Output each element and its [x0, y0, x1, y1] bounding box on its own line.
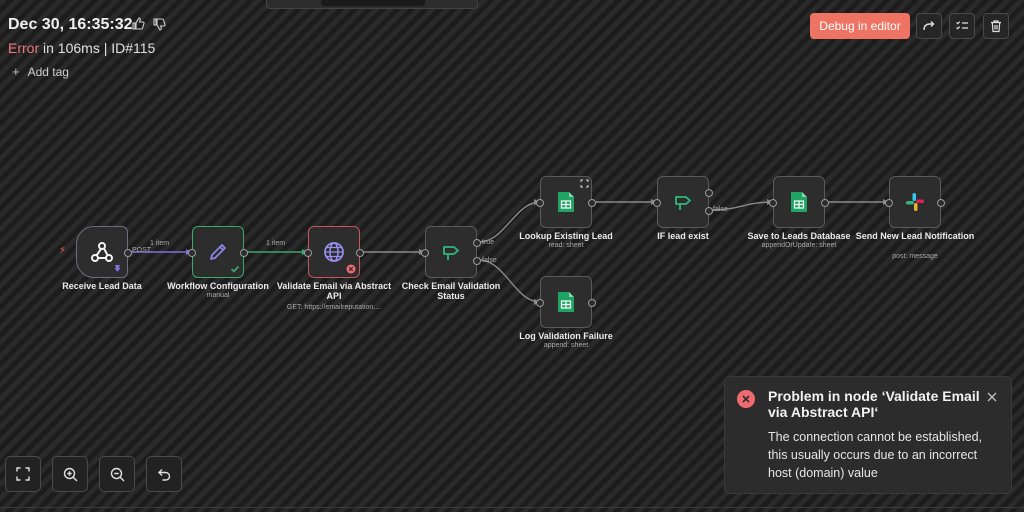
- output-port-false[interactable]: [705, 207, 713, 215]
- output-port[interactable]: [124, 249, 132, 257]
- branch-label-false: false: [713, 206, 728, 213]
- execution-title: Dec 30, 16:35:32: [8, 16, 133, 33]
- status-detail-text: in 106ms | ID#115: [39, 40, 156, 56]
- status-error-text: Error: [8, 40, 40, 56]
- slack-icon: [906, 193, 924, 211]
- webhook-icon: [91, 242, 113, 262]
- connection-iflead-save: [710, 201, 774, 211]
- node-subtitle: append: sheet: [543, 342, 589, 349]
- output-port[interactable]: [588, 299, 596, 307]
- zoom-in-button[interactable]: [52, 456, 88, 492]
- output-port-false[interactable]: [473, 257, 481, 265]
- top-panel-tab[interactable]: [266, 0, 478, 9]
- error-toast: Problem in node ‘Validate Email via Abst…: [724, 376, 1012, 494]
- sheets-icon: [558, 292, 574, 312]
- output-port[interactable]: [821, 199, 829, 207]
- undo-icon: [157, 468, 170, 481]
- trigger-bolt-icon: ⚡: [59, 245, 67, 256]
- node-label: Save to Leads Database: [747, 231, 851, 241]
- input-port[interactable]: [769, 199, 777, 207]
- node-workflow-configuration[interactable]: [188, 226, 248, 278]
- input-port[interactable]: [421, 249, 429, 257]
- zoom-out-button[interactable]: [99, 456, 135, 492]
- trash-icon: [991, 20, 1001, 33]
- pencil-icon: [210, 244, 226, 260]
- node-subtitle: GET: https://emailreputation....: [286, 304, 382, 311]
- toast-message: The connection cannot be established, th…: [768, 430, 983, 480]
- checklist-icon: [956, 21, 968, 30]
- checklist-button[interactable]: [949, 13, 975, 39]
- node-label: Receive Lead Data: [62, 281, 142, 291]
- signpost-icon: [675, 196, 691, 210]
- connection-label-items: 1 item: [150, 240, 170, 247]
- retry-button[interactable]: [916, 13, 942, 39]
- globe-icon: [324, 242, 344, 262]
- check-icon: [230, 265, 240, 273]
- node-subtitle: post: message: [892, 253, 938, 260]
- input-port[interactable]: [188, 249, 196, 257]
- node-validate-email[interactable]: [304, 226, 364, 278]
- node-log-validation-failure[interactable]: [536, 276, 596, 328]
- node-subtitle: manual: [206, 292, 230, 299]
- add-tag-button[interactable]: + Add tag: [12, 64, 69, 79]
- connection-check-lookup: [478, 201, 541, 243]
- output-port-true[interactable]: [705, 189, 713, 197]
- retry-icon: [923, 21, 935, 31]
- close-icon[interactable]: [985, 390, 999, 404]
- node-subtitle: appendOrUpdate: sheet: [761, 242, 837, 249]
- input-port[interactable]: [653, 199, 661, 207]
- zoom-in-icon: [63, 467, 77, 481]
- add-tag-label: Add tag: [27, 64, 69, 79]
- node-check-email-validation[interactable]: [421, 226, 481, 278]
- node-receive-lead-data[interactable]: [76, 226, 132, 278]
- input-port[interactable]: [885, 199, 893, 207]
- undo-button[interactable]: [146, 456, 182, 492]
- pin-icon: [114, 265, 121, 272]
- output-port[interactable]: [588, 199, 596, 207]
- node-label: IF lead exist: [657, 231, 709, 241]
- fit-view-button[interactable]: [5, 456, 41, 492]
- input-port[interactable]: [536, 299, 544, 307]
- error-icon: [346, 264, 356, 274]
- signpost-icon: [443, 246, 459, 260]
- branch-label-false: false: [482, 257, 497, 264]
- node-if-lead-exist[interactable]: [653, 176, 713, 228]
- thumbs-down-icon[interactable]: [151, 16, 167, 32]
- output-port[interactable]: [356, 249, 364, 257]
- node-send-new-lead-notification[interactable]: [885, 176, 945, 228]
- thumbs-up-icon[interactable]: [130, 16, 146, 32]
- connection-label-post: POST: [132, 247, 152, 254]
- output-port[interactable]: [937, 199, 945, 207]
- node-subtitle: read: sheet: [548, 242, 584, 249]
- toast-title: Problem in node ‘Validate Email via Abst…: [768, 388, 980, 420]
- node-label: Validate Email via Abstract API: [276, 281, 392, 301]
- node-label: Workflow Configuration: [167, 281, 269, 291]
- delete-button[interactable]: [983, 13, 1009, 39]
- connection-check-logfail: [478, 259, 541, 303]
- bottom-divider: [0, 507, 1024, 508]
- output-port-true[interactable]: [473, 239, 481, 247]
- node-label: Log Validation Failure: [519, 331, 613, 341]
- connection-label-items: 1 item: [266, 240, 286, 247]
- node-save-to-leads-database[interactable]: [769, 176, 829, 228]
- node-lookup-existing-lead[interactable]: [536, 176, 596, 228]
- node-label: Check Email Validation Status: [401, 281, 501, 301]
- fit-view-icon: [16, 467, 30, 481]
- node-label: Lookup Existing Lead: [519, 231, 613, 241]
- sheets-icon: [791, 192, 807, 212]
- plus-icon: +: [12, 64, 20, 79]
- input-port[interactable]: [536, 199, 544, 207]
- output-port[interactable]: [240, 249, 248, 257]
- branch-label-true: true: [482, 239, 495, 246]
- node-label: Send New Lead Notification: [855, 231, 975, 241]
- debug-in-editor-button[interactable]: Debug in editor: [810, 13, 910, 39]
- expand-icon[interactable]: [580, 179, 589, 188]
- execution-status: Error in 106ms | ID#115: [8, 40, 155, 56]
- error-circle-icon: [737, 390, 755, 408]
- zoom-out-icon: [110, 467, 124, 481]
- input-port[interactable]: [304, 249, 312, 257]
- sheets-icon: [558, 192, 574, 212]
